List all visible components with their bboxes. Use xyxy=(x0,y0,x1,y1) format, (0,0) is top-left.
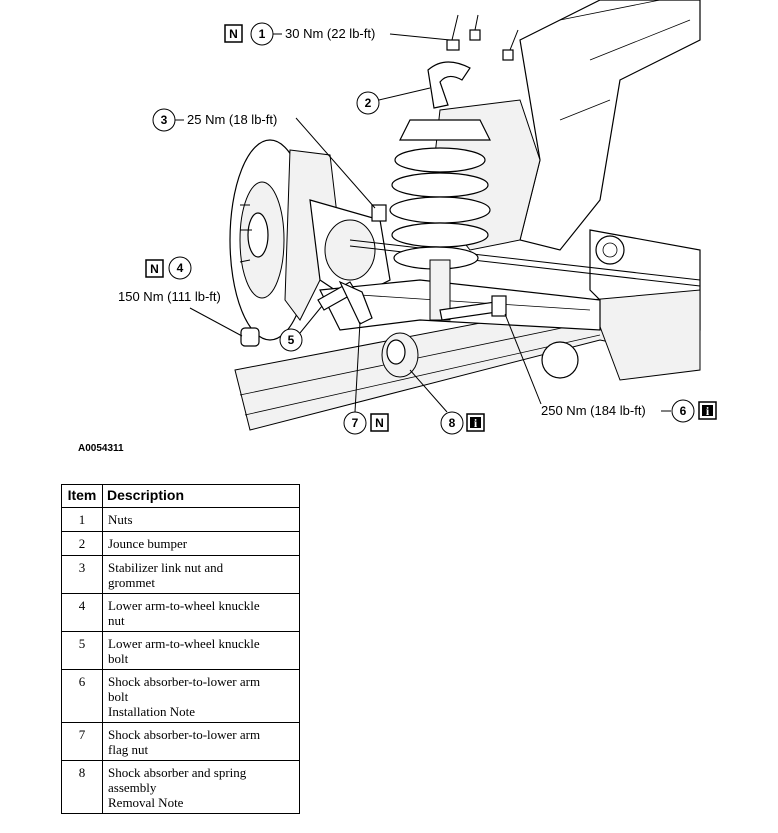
callout-2: 2 xyxy=(356,87,431,115)
callout-4: N 4 150 Nm (111 lb-ft) xyxy=(118,256,243,337)
callout-4-number: 4 xyxy=(177,261,184,275)
info-icon xyxy=(470,417,481,428)
legend-row: 4 Lower arm-to-wheel knuckle nut xyxy=(61,593,300,632)
callout-6-number: 6 xyxy=(680,404,687,418)
legend-item-description: Shock absorber and spring assembly Remov… xyxy=(102,760,300,814)
legend-item-number: 6 xyxy=(61,669,103,723)
legend-item-number: 4 xyxy=(61,593,103,632)
legend-item-number: 8 xyxy=(61,760,103,814)
callout-8-badge: i xyxy=(474,416,478,430)
callout-4-badge: N xyxy=(150,262,159,276)
callout-1-number: 1 xyxy=(259,27,266,41)
legend-row: 3 Stabilizer link nut and grommet xyxy=(61,555,300,594)
callout-7-number: 7 xyxy=(352,416,359,430)
legend-item-number: 3 xyxy=(61,555,103,594)
legend-item-description: Lower arm-to-wheel knuckle bolt xyxy=(102,631,300,670)
n-badge xyxy=(145,259,164,278)
legend-row: 5 Lower arm-to-wheel knuckle bolt xyxy=(61,631,300,670)
callout-4-torque: 150 Nm (111 lb-ft) xyxy=(118,289,221,304)
callout-5: 5 xyxy=(279,305,323,352)
legend-row: 1 Nuts xyxy=(61,507,300,532)
callout-2-number: 2 xyxy=(365,96,372,110)
legend-row: 2 Jounce bumper xyxy=(61,531,300,556)
legend-row: 6 Shock absorber-to-lower arm bolt Insta… xyxy=(61,669,300,723)
legend-item-number: 1 xyxy=(61,507,103,532)
callout-6-badge: i xyxy=(706,404,710,418)
suspension-diagram: N 1 30 Nm (22 lb-ft) 2 3 25 Nm (18 lb-ft… xyxy=(118,0,717,435)
legend-item-description: Nuts xyxy=(102,507,300,532)
info-icon xyxy=(702,405,713,416)
callout-6: 250 Nm (184 lb-ft) 6 i xyxy=(504,313,717,423)
suspension-artwork xyxy=(229,0,701,431)
callout-3-number: 3 xyxy=(161,113,168,127)
callout-5-number: 5 xyxy=(288,333,295,347)
legend-item-description: Lower arm-to-wheel knuckle nut xyxy=(102,593,300,632)
legend-item-description: Shock absorber-to-lower arm flag nut xyxy=(102,722,300,761)
legend-row: 8 Shock absorber and spring assembly Rem… xyxy=(61,760,300,814)
legend-item-number: 7 xyxy=(61,722,103,761)
legend-item-number: 5 xyxy=(61,631,103,670)
legend-item-description: Jounce bumper xyxy=(102,531,300,556)
item-column-header: Item xyxy=(61,484,103,508)
legend-item-description: Shock absorber-to-lower arm bolt Install… xyxy=(102,669,300,723)
legend-table: Item Description 1 Nuts 2 Jounce bumper … xyxy=(61,484,300,814)
callout-1: N 1 30 Nm (22 lb-ft) xyxy=(224,22,451,46)
figure-id: A0054311 xyxy=(78,443,124,454)
callout-7: 7 N xyxy=(343,321,389,435)
n-badge xyxy=(224,24,243,43)
callout-3-torque: 25 Nm (18 lb-ft) xyxy=(187,112,277,127)
callout-6-torque: 250 Nm (184 lb-ft) xyxy=(541,403,646,418)
callout-7-badge: N xyxy=(375,416,384,430)
callout-1-torque: 30 Nm (22 lb-ft) xyxy=(285,26,375,41)
callout-1-badge: N xyxy=(229,27,238,41)
legend-item-number: 2 xyxy=(61,531,103,556)
n-badge xyxy=(370,413,389,432)
callout-8: 8 i xyxy=(409,369,485,435)
description-column-header: Description xyxy=(102,484,300,508)
legend-row: 7 Shock absorber-to-lower arm flag nut xyxy=(61,722,300,761)
callout-3: 3 25 Nm (18 lb-ft) xyxy=(152,108,376,209)
legend-header-row: Item Description xyxy=(61,484,300,508)
callout-8-number: 8 xyxy=(449,416,456,430)
legend-item-description: Stabilizer link nut and grommet xyxy=(102,555,300,594)
